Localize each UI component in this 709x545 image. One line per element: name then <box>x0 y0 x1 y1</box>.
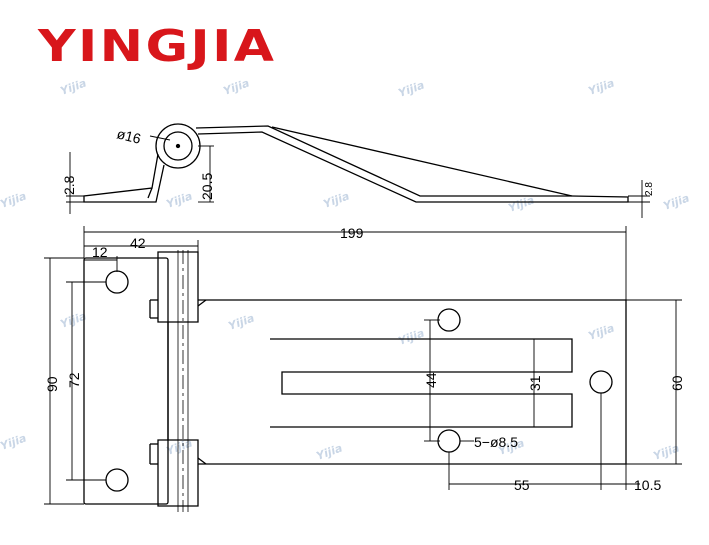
dim-slot-hole-spacing: 44 <box>423 372 439 388</box>
dim-strap-height: 60 <box>669 375 685 391</box>
dim-hole-to-end: 55 <box>514 477 530 493</box>
watermark: Yijia <box>397 78 427 99</box>
watermark: Yijia <box>662 191 692 212</box>
dim-hole-offset: 12 <box>92 244 108 260</box>
strap-hole-end <box>590 371 612 393</box>
brand-logo: YINGJIA <box>38 22 276 72</box>
strap-hole-top <box>438 309 460 331</box>
strap-outline <box>198 300 626 464</box>
dim-hole-spacing: 72 <box>66 372 82 388</box>
dim-side-height: 20.5 <box>199 173 215 200</box>
side-knuckle-center <box>177 145 180 148</box>
watermark: Yijia <box>587 321 617 342</box>
strap-slot-top <box>270 339 572 427</box>
watermark: Yijia <box>652 441 682 462</box>
side-knuckle-pin <box>164 132 192 160</box>
left-leaf-hole-bottom <box>106 469 128 491</box>
watermark: Yijia <box>0 189 28 210</box>
watermark: Yijia <box>397 326 427 347</box>
watermark: Yijia <box>0 431 28 452</box>
watermark: Yijia <box>507 193 537 214</box>
dim-overall-height: 90 <box>44 376 60 392</box>
dim-overall-length: 199 <box>340 225 364 241</box>
top-view-dimensions <box>44 226 682 504</box>
brand-logo-text: YINGJIA <box>38 21 277 72</box>
left-leaf-plate <box>84 258 168 504</box>
side-strap <box>196 126 628 202</box>
side-left-leaf <box>84 154 164 202</box>
dim-right-thickness: 2.8 <box>644 182 655 196</box>
dim-left-thickness: 2.8 <box>61 175 77 195</box>
watermark: Yijia <box>322 189 352 210</box>
dim-pin-diameter: ø16 <box>115 125 142 146</box>
dim-leaf-offset: 42 <box>130 235 146 251</box>
dim-end-offset: 10.5 <box>634 477 661 493</box>
top-view <box>84 250 626 512</box>
dim-slot-height: 31 <box>527 375 543 391</box>
watermark: Yijia <box>315 441 345 462</box>
watermarks: Yijia Yijia Yijia Yijia Yijia Yijia Yiji… <box>0 76 691 462</box>
side-strap-edge <box>272 127 572 196</box>
watermark: Yijia <box>587 76 617 97</box>
watermark: Yijia <box>227 311 257 332</box>
side-view <box>66 124 650 218</box>
watermark: Yijia <box>222 76 252 97</box>
left-leaf-hole-top <box>106 271 128 293</box>
dim-hole-spec: 5−ø8.5 <box>474 434 518 450</box>
watermark: Yijia <box>59 76 89 97</box>
strap-hole-bottom <box>438 430 460 452</box>
watermark: Yijia <box>165 189 195 210</box>
